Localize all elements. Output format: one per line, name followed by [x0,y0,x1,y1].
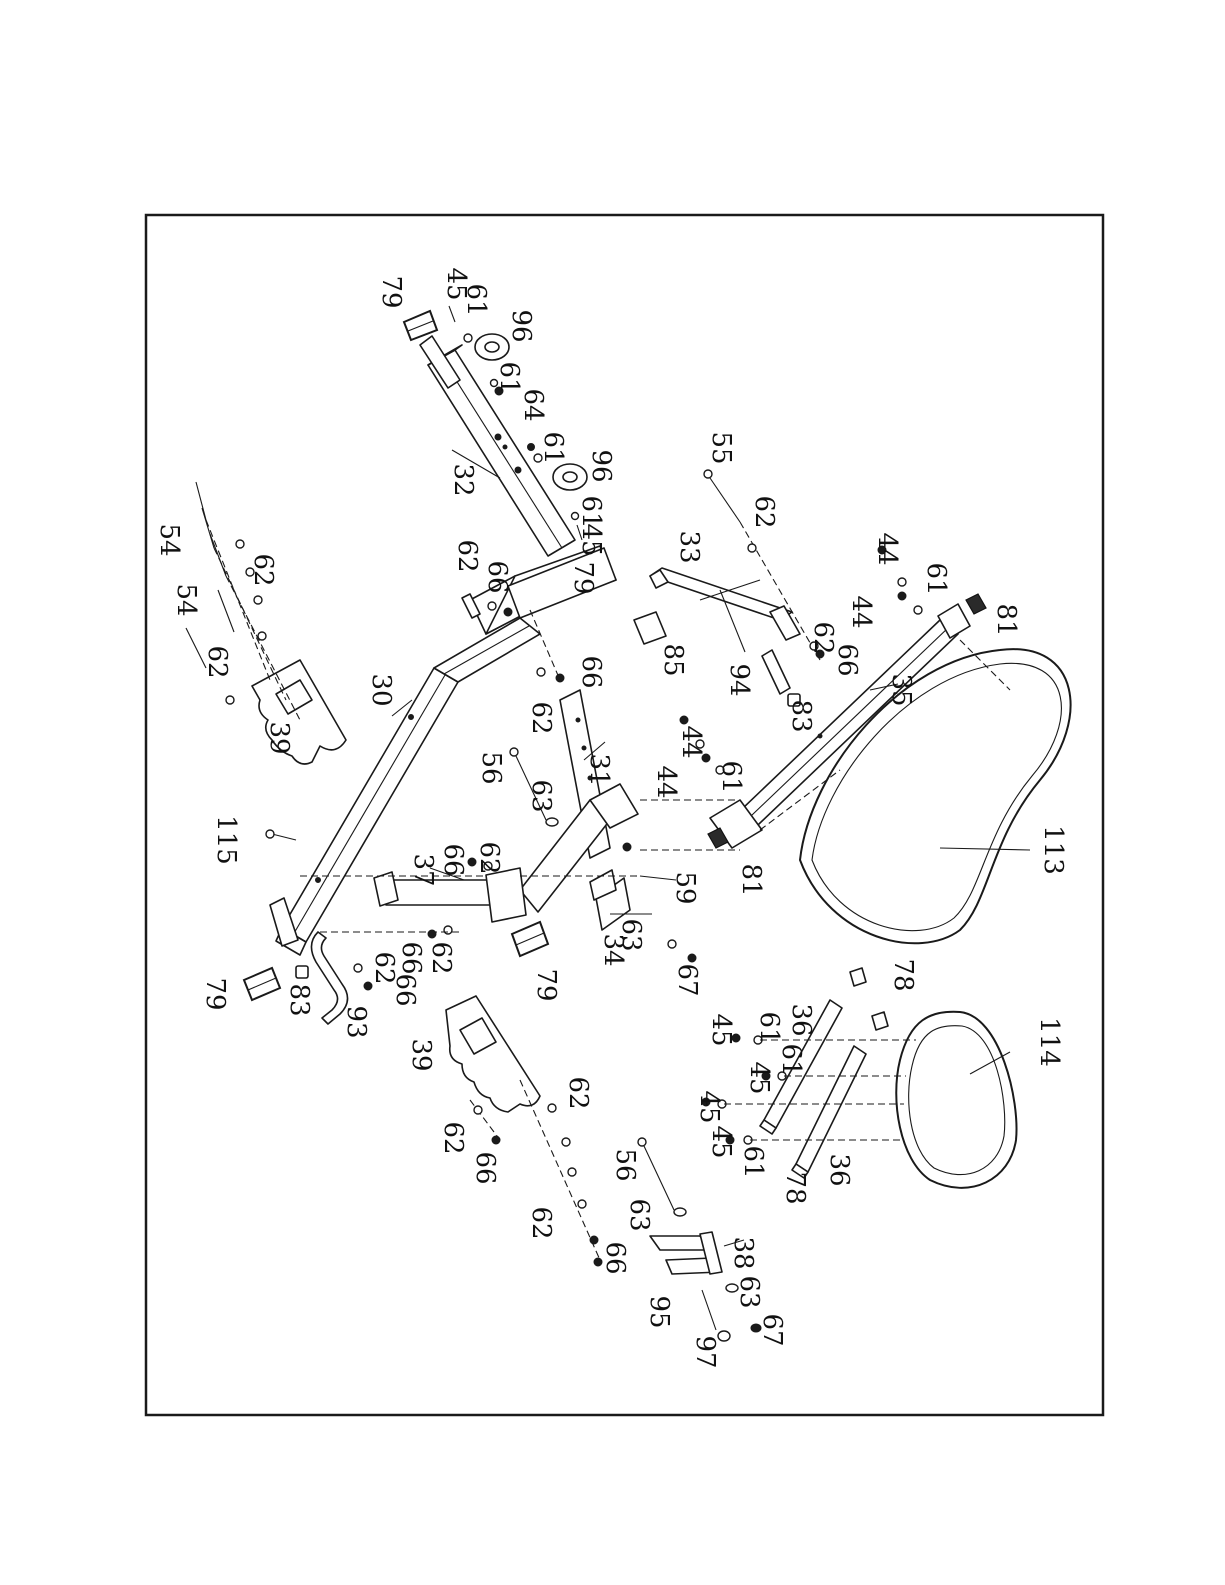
part-number-label: 64 [518,388,548,421]
part-number-label: 32 [448,463,478,496]
part-number-label: 44 [846,595,876,628]
part-number-label: 79 [531,968,561,1001]
part-number-label: 62 [474,841,504,874]
part-113-seat-pad [800,649,1071,943]
part-number-label: 31 [584,753,614,786]
part-number-label: 30 [366,673,396,706]
part-number-label: 61 [776,1043,806,1076]
part-number-label: 33 [674,530,704,563]
part-number-label: 61 [754,1011,784,1044]
part-number-label: 62 [426,941,456,974]
part-number-label: 83 [786,699,816,732]
part-number-label: 67 [672,963,702,996]
part-number-label: 79 [376,275,406,308]
part-number-label: 95 [644,1295,674,1328]
part-number-label: 66 [600,1241,630,1274]
part-number-label: 79 [200,977,230,1010]
part-number-label: 56 [610,1148,640,1181]
part-number-label: 61 [921,562,951,595]
part-number-label: 61 [538,431,568,464]
part-number-label: 94 [724,663,754,696]
part-number-label: 115 [211,815,241,865]
part-number-label: 62 [452,539,482,572]
part-number-label: 44 [872,532,902,565]
part-number-label: 35 [886,673,916,706]
part-number-label: 36 [824,1153,854,1186]
part-number-label: 55 [706,431,736,464]
part-number-label: 66 [832,643,862,676]
part-33-bracket [650,568,800,652]
part-number-label: 62 [749,495,779,528]
part-number-label: 63 [526,779,556,812]
part-number-label: 45 [576,523,606,556]
part-96-roller-bottom [553,464,587,490]
part-number-label: 38 [728,1236,758,1269]
part-number-label: 67 [757,1313,787,1346]
part-number-label: 81 [991,603,1021,636]
part-number-label: 96 [506,309,536,342]
part-number-label: 44 [676,725,706,758]
part-96-roller-top [475,334,509,360]
part-number-label: 63 [624,1198,654,1231]
part-number-label: 85 [658,643,688,676]
part-number-label: 78 [780,1171,810,1204]
part-79-end-cap-left [244,968,280,1000]
part-number-label: 62 [438,1121,468,1154]
part-number-label: 37 [408,853,438,886]
part-94-sleeve [762,650,790,694]
part-number-label: 66 [390,973,420,1006]
part-83-cap-left [296,966,308,978]
part-85-floor-plate [634,612,666,644]
part-number-label: 56 [476,751,506,784]
part-number-label: 61 [461,283,491,316]
part-number-label: 97 [690,1335,720,1368]
part-number-label: 62 [202,645,232,678]
part-number-label: 96 [586,449,616,482]
part-number-label: 45 [706,1013,736,1046]
part-number-label: 63 [734,1275,764,1308]
part-number-label: 66 [576,655,606,688]
part-number-label: 34 [598,933,628,966]
part-number-label: 45 [744,1061,774,1094]
part-number-label: 36 [786,1003,816,1036]
part-number-label: 66 [482,560,512,593]
part-number-label: 45 [706,1125,736,1158]
part-38-bracket [650,1232,722,1274]
part-number-label: 39 [406,1038,436,1071]
part-number-label: 81 [736,863,766,896]
part-number-label: 66 [396,941,426,974]
part-number-label: 45 [694,1090,724,1123]
part-number-label: 78 [888,958,918,991]
part-number-label: 66 [438,843,468,876]
part-number-label: 61 [716,760,746,793]
part-number-label: 62 [563,1076,593,1109]
part-79-end-cap-center [512,922,548,956]
part-number-label: 114 [1034,1017,1064,1067]
part-114-seat [896,1012,1016,1188]
part-number-label: 93 [341,1005,371,1038]
part-number-label: 83 [284,983,314,1016]
part-number-label: 62 [526,1206,556,1239]
part-number-label: 61 [738,1145,768,1178]
part-number-label: 66 [470,1151,500,1184]
part-number-label: 79 [568,561,598,594]
part-115-bolt [266,830,296,840]
part-number-label: 62 [526,701,556,734]
part-number-label: 62 [248,553,278,586]
part-number-label: 59 [670,871,700,904]
part-number-label: 44 [651,765,681,798]
part-number-label: 54 [154,523,184,556]
part-number-label: 39 [264,721,294,754]
part-number-label: 113 [1038,825,1068,875]
part-number-label: 54 [171,583,201,616]
part-78-caps [850,968,888,1030]
